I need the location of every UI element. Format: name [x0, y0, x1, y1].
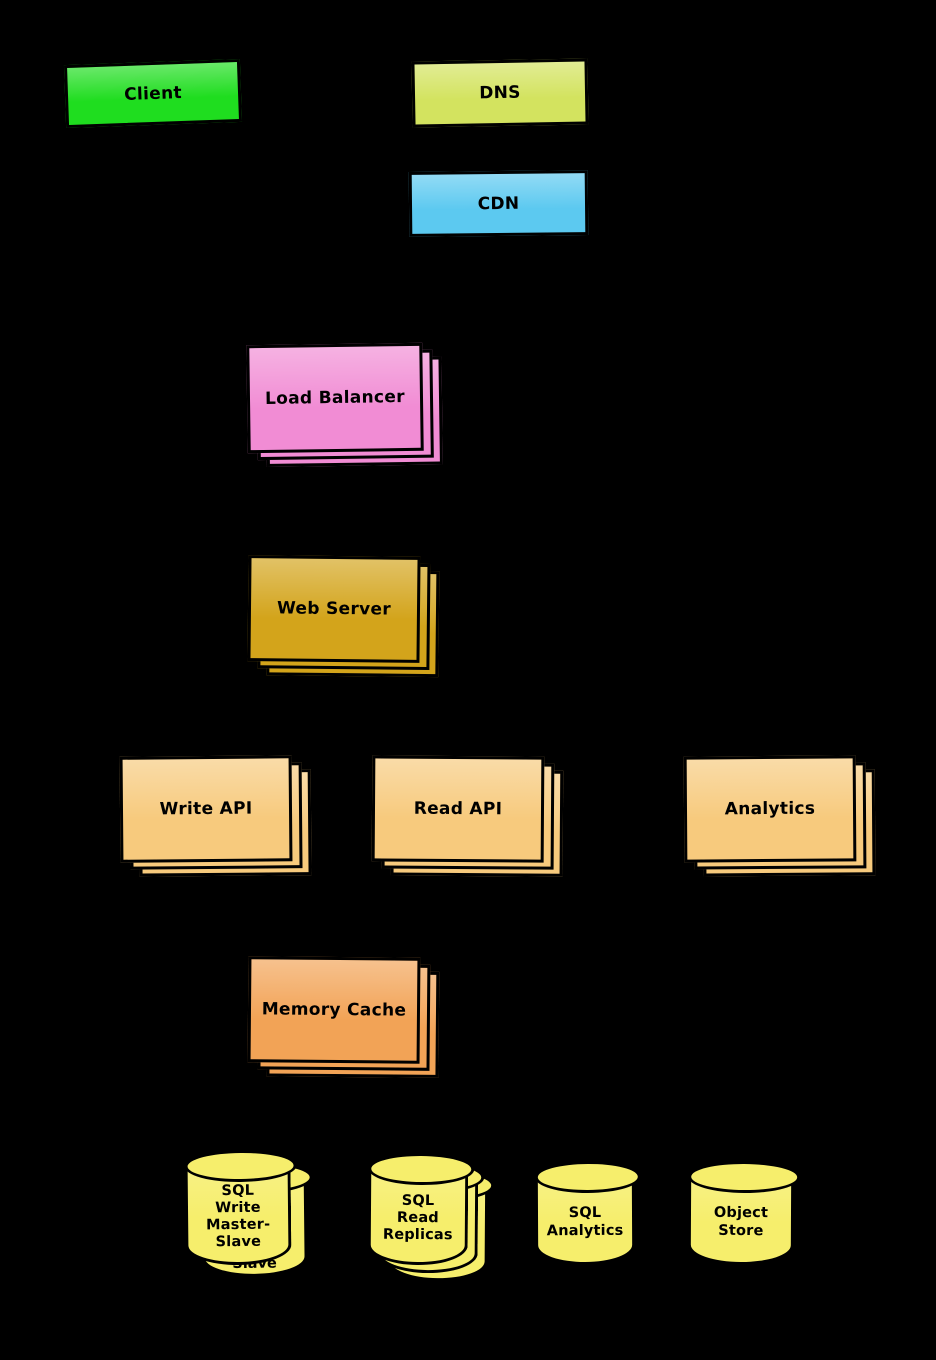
load-balancer-node: Load Balancer: [246, 342, 424, 454]
memory-cache-label: Memory Cache: [261, 999, 407, 1021]
web-server-box: Web Server: [247, 555, 421, 663]
sql-read-replicas-cylinder: SQL Read Replicas: [367, 1165, 469, 1266]
cdn-node: CDN: [408, 170, 589, 237]
write-api-label: Write API: [159, 798, 253, 820]
write-api-node: Write API: [119, 755, 293, 863]
client-label: Client: [123, 82, 183, 105]
load-balancer-box: Load Balancer: [246, 342, 424, 454]
sql-write-master-slave-node: Slave SQL Write Master- Slave: [184, 1149, 308, 1278]
object-store-label: Object Store: [713, 1205, 769, 1239]
web-server-label: Web Server: [276, 598, 392, 620]
memory-cache-node: Memory Cache: [247, 956, 421, 1064]
sql-read-replicas-label: SQL Read Replicas: [382, 1192, 453, 1244]
dns-node: DNS: [411, 58, 589, 128]
cdn-box: CDN: [408, 170, 589, 237]
analytics-node: Analytics: [683, 755, 857, 863]
analytics-box: Analytics: [683, 755, 857, 863]
client-node: Client: [63, 58, 243, 129]
object-store-node: Object Store: [687, 1161, 795, 1266]
write-api-box: Write API: [119, 755, 293, 863]
sql-analytics-node: SQL Analytics: [534, 1161, 636, 1266]
sql-read-replicas-node: SQL Read Replicas: [367, 1153, 489, 1282]
web-server-node: Web Server: [247, 555, 421, 663]
object-store-cylinder: Object Store: [687, 1173, 795, 1266]
cdn-label: CDN: [477, 193, 520, 214]
dns-box: DNS: [411, 58, 589, 128]
read-api-box: Read API: [371, 755, 545, 863]
read-api-label: Read API: [413, 798, 503, 820]
client-box: Client: [63, 58, 243, 129]
read-api-node: Read API: [371, 755, 545, 863]
load-balancer-label: Load Balancer: [264, 387, 406, 409]
sql-analytics-label: SQL Analytics: [546, 1205, 624, 1239]
analytics-label: Analytics: [724, 798, 816, 820]
sql-write-master-slave-label: SQL Write Master- Slave: [206, 1182, 271, 1251]
sql-analytics-cylinder: SQL Analytics: [534, 1173, 636, 1266]
sql-write-master-slave-cylinder: SQL Write Master- Slave: [184, 1162, 292, 1266]
dns-label: DNS: [479, 82, 521, 104]
memory-cache-box: Memory Cache: [247, 956, 421, 1064]
